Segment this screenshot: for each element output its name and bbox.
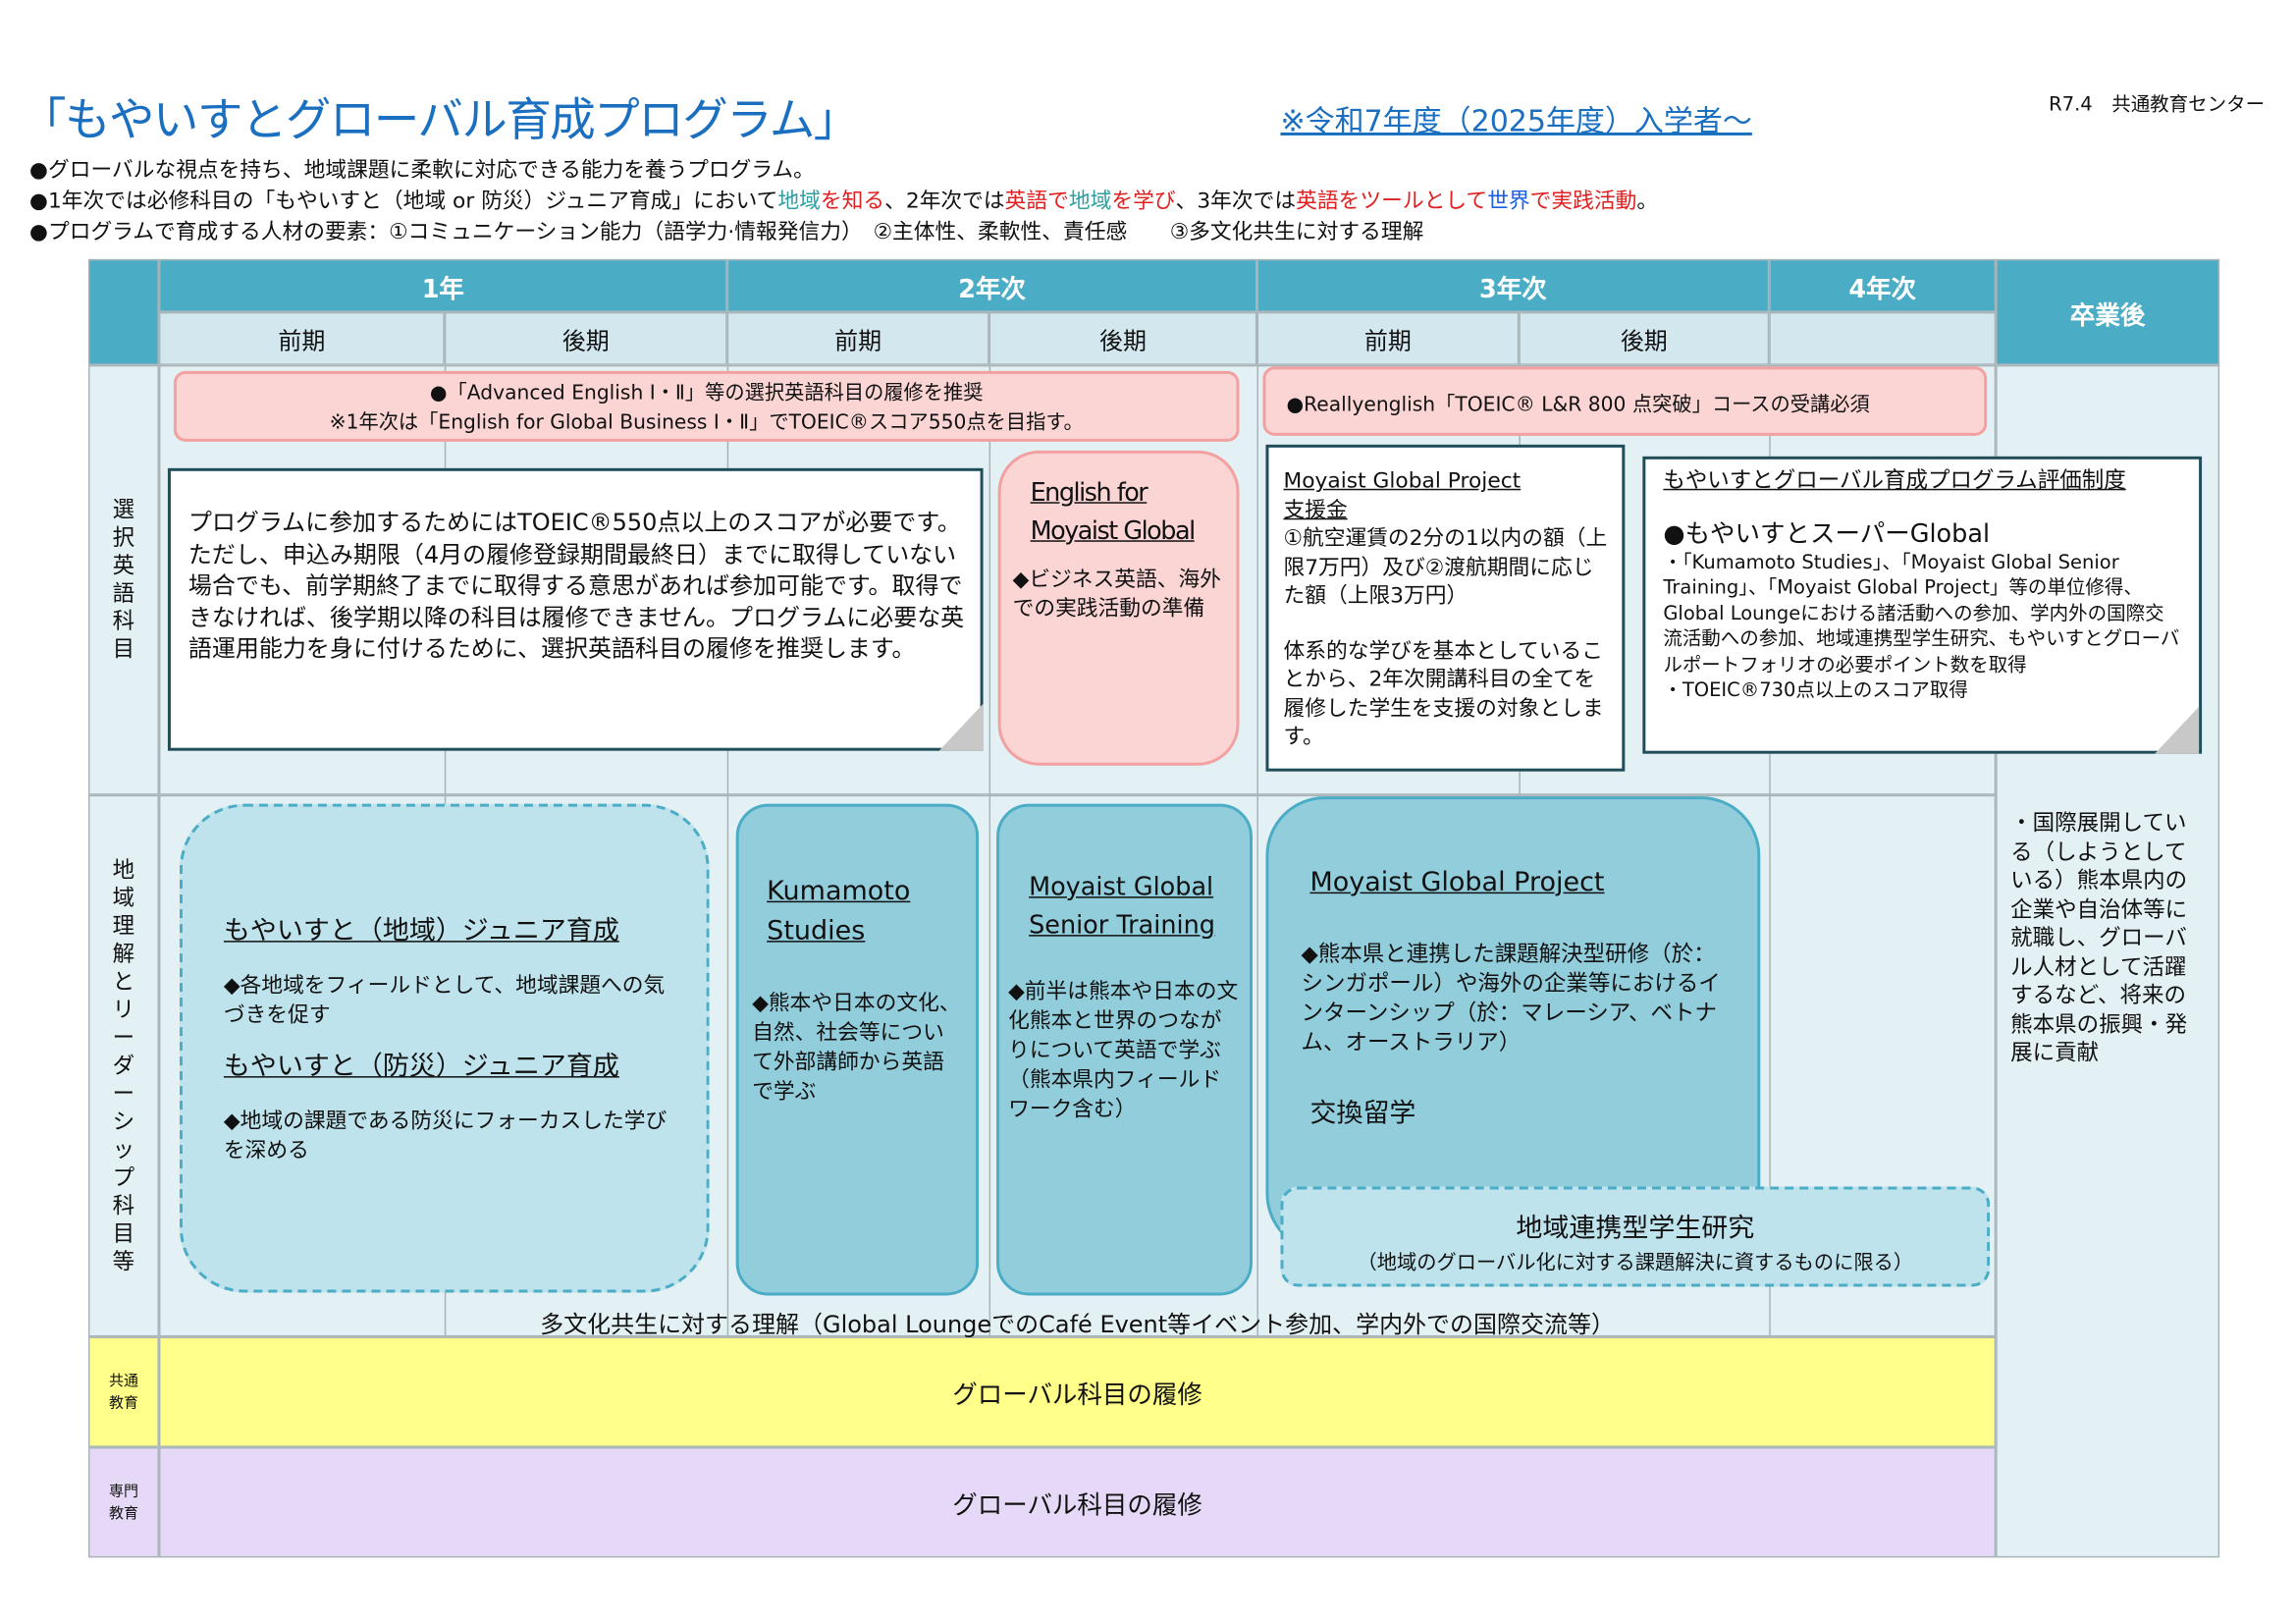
semester: 前期 xyxy=(726,311,989,365)
multicultural-understanding: 多文化共生に対する理解（Global LoungeでのCafé Event等イベ… xyxy=(540,1310,1616,1338)
course-moyaist-global-senior-training[interactable]: Moyaist Global Senior Training ◆前半は熊本や日本… xyxy=(996,803,1253,1296)
toeic-requirement-callout: プログラムに参加するためにはTOEIC®550点以上のスコアが必要です。ただし、… xyxy=(167,467,984,751)
bullet-2-segment: を学び xyxy=(1111,189,1176,214)
corner-cell xyxy=(87,258,159,365)
semester-empty xyxy=(1769,311,1997,365)
course-title: もやいすと（地域）ジュニア育成 xyxy=(223,915,619,947)
regional-research[interactable]: 地域連携型学生研究 （地域のグローバル化に対する課題解決に資するものに限る） xyxy=(1280,1186,1991,1287)
semester: 前期 xyxy=(1256,311,1520,365)
row-label-english: 選択英語科目 xyxy=(87,364,159,795)
after-graduation-text: ・国際展開している（しようとしている）熊本県内の企業や自治体等に就職し、グローバ… xyxy=(2010,809,2188,1066)
course-desc: ◆熊本や日本の文化、自然、社会等について外部講師から英語で学ぶ xyxy=(752,992,961,1105)
course-desc: ◆前半は熊本や日本の文化熊本と世界のつながりについて英語で学ぶ（熊本県内フィール… xyxy=(1008,980,1239,1122)
course-title: もやいすと（防災）ジュニア育成 xyxy=(223,1051,619,1083)
bullet-2-segment: 。 xyxy=(1636,189,1659,214)
bullet-2-segment: 、2年次では xyxy=(884,189,1005,214)
row-label-text: 共通教育 xyxy=(108,1373,138,1412)
course-title: Moyaist Global xyxy=(1030,516,1197,547)
page-title: 「もやいすとグローバル育成プログラム」 xyxy=(20,93,859,147)
course-moyaist-global-project[interactable]: Moyaist Global Project ◆熊本県と連携した課題解決型研修（… xyxy=(1265,796,1761,1253)
course-title: 地域連携型学生研究 xyxy=(1516,1213,1755,1244)
eval-heading: ●もやいすとスーパーGlobal xyxy=(1663,518,1991,549)
major-education-bar: グローバル科目の履修 xyxy=(158,1446,1997,1558)
bullet-2-segment: 英語をツールとして xyxy=(1296,189,1488,214)
support-body: ①航空運賃の2分の1以内の額（上限7万円）及び②渡航期間に応じた額（上限3万円） xyxy=(1283,526,1608,609)
year-2: 2年次 xyxy=(726,258,1257,312)
bullet-2-segment: 地域 xyxy=(1068,189,1112,214)
bullet-1: ●グローバルな視点を持ち、地域課題に柔軟に対応できる能力を養うプログラム。 xyxy=(28,158,815,183)
bullet-2-segment: 世界 xyxy=(1487,189,1530,214)
row-label-major: 専門教育 xyxy=(87,1446,159,1558)
semester: 後期 xyxy=(988,311,1257,365)
bullet-2-segment: 、3年次では xyxy=(1175,189,1297,214)
course-kumamoto-studies[interactable]: Kumamoto Studies ◆熊本や日本の文化、自然、社会等について外部講… xyxy=(735,803,980,1296)
page-fold-icon xyxy=(938,703,984,751)
banner-line: ●「Advanced English Ⅰ・Ⅱ」等の選択英語科目の履修を推奨 xyxy=(429,381,984,406)
eval-title: もやいすとグローバル育成プログラム評価制度 xyxy=(1663,466,2126,494)
course-title: Kumamoto Studies xyxy=(767,876,911,947)
row-label-text: 地域理解とリーダーシップ科目等 xyxy=(112,855,135,1274)
org-label: R7.4 共通教育センター xyxy=(2049,93,2266,117)
bullet-2-segment: 地域 xyxy=(777,189,821,214)
course-desc: ◆各地域をフィールドとして、地域課題への気づきを促す xyxy=(223,974,666,1028)
course-english-for-moyaist-global[interactable]: English for Moyaist Global ◆ビジネス英語、海外での実… xyxy=(997,450,1240,766)
course-note: （地域のグローバル化に対する課題解決に資するものに限る） xyxy=(1357,1251,1914,1275)
eval-body: ・TOEIC®730点以上のスコア取得 xyxy=(1663,679,1968,703)
target-students-link: ※令和7年度（2025年度）入学者～ xyxy=(1280,102,1752,138)
semester: 後期 xyxy=(444,311,727,365)
bullet-2: ●1年次では必修科目の「もやいすと（地域 or 防災）ジュニア育成」において地域… xyxy=(29,187,1658,217)
evaluation-system-callout: もやいすとグローバル育成プログラム評価制度 ●もやいすとスーパーGlobal ・… xyxy=(1642,456,2203,754)
after-graduation: 卒業後 xyxy=(1996,258,2220,365)
support-body: 体系的な学びを基本としていることから、2年次開講科目の全てを履修した学生を支援の… xyxy=(1283,639,1604,750)
banner-line: ※1年次は「English for Global Business Ⅰ・Ⅱ」でT… xyxy=(329,410,1084,435)
row-label-text: 専門教育 xyxy=(108,1483,138,1522)
course-title: English for xyxy=(1030,478,1148,509)
support-title: 支援金 xyxy=(1283,498,1348,522)
row-label-regional: 地域理解とリーダーシップ科目等 xyxy=(87,794,159,1337)
course-title: Moyaist Global Senior Training xyxy=(1029,873,1215,942)
row-label-text: 選択英語科目 xyxy=(112,496,135,663)
course-desc: ◆地域の課題である防災にフォーカスした学びを深める xyxy=(223,1110,667,1164)
bullet-2-segment: で実践活動 xyxy=(1529,189,1637,214)
course-desc: ◆ビジネス英語、海外での実践活動の準備 xyxy=(1012,568,1221,622)
row-label-common: 共通教育 xyxy=(87,1336,159,1447)
page-fold-icon xyxy=(2155,706,2200,754)
bullet-3: ●プログラムで育成する人材の要素：①コミュニケーション能力（語学力·情報発信力）… xyxy=(28,220,1424,244)
support-title: Moyaist Global Project xyxy=(1283,469,1522,494)
bullet-2-segment: を知る xyxy=(820,189,885,214)
common-education-bar: グローバル科目の履修 xyxy=(158,1336,1997,1447)
course-title: Moyaist Global Project xyxy=(1309,867,1605,898)
bullet-2-segment: ●1年次では必修科目の「もやいすと（地域 or 防災）ジュニア育成」において xyxy=(28,189,778,214)
recommend-banner: ●「Advanced English Ⅰ・Ⅱ」等の選択英語科目の履修を推奨 ※1… xyxy=(173,370,1240,442)
bullet-2-segment: 英語で xyxy=(1004,189,1069,214)
eval-body: ・「Kumamoto Studies」、「Moyaist Global Seni… xyxy=(1663,551,2180,677)
semester: 後期 xyxy=(1519,311,1770,365)
year-4: 4年次 xyxy=(1769,258,1997,312)
year-1: 1年 xyxy=(158,258,727,312)
required-course-banner: ●Reallyenglish「TOEIC® L&R 800 点突破」コースの受講… xyxy=(1262,366,1988,436)
project-support-box: Moyaist Global Project 支援金 ①航空運賃の2分の1以内の… xyxy=(1265,444,1626,772)
semester: 前期 xyxy=(158,311,445,365)
exchange-study: 交換留学 xyxy=(1309,1098,1416,1130)
course-desc: ◆熊本県と連携した課題解決型研修（於：シンガポール）や海外の企業等におけるインタ… xyxy=(1301,941,1721,1056)
year-3: 3年次 xyxy=(1256,258,1770,312)
course-moyaist-junior[interactable]: もやいすと（地域）ジュニア育成 ◆各地域をフィールドとして、地域課題への気づきを… xyxy=(179,803,710,1293)
